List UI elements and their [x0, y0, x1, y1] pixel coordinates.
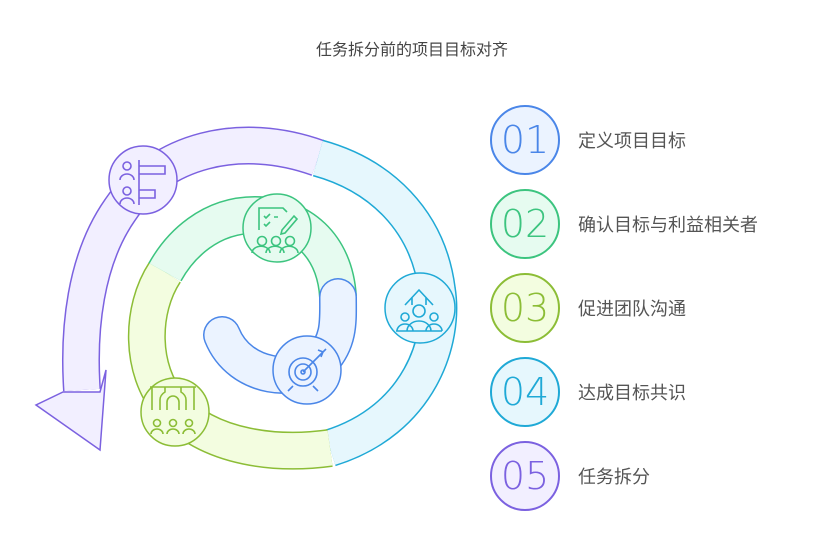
- diagram-title: 任务拆分前的项目目标对齐: [315, 42, 508, 59]
- step-item-4: 04 达成目标共识: [490, 357, 686, 427]
- step-number-badge: 04: [490, 357, 560, 427]
- step-item-2: 02 确认目标与利益相关者: [490, 189, 758, 259]
- step-label: 确认目标与利益相关者: [578, 215, 758, 235]
- step-number-badge: 03: [490, 273, 560, 343]
- team-structure-icon: [150, 386, 196, 435]
- team-checklist-icon: [251, 207, 299, 254]
- step-number-badge: 01: [490, 105, 560, 175]
- team-growth-icon: [396, 288, 443, 332]
- step-item-1: 01 定义项目目标: [490, 105, 686, 175]
- step-number-badge: 02: [490, 189, 560, 259]
- target-icon: [287, 348, 327, 392]
- task-assignment-icon: [119, 160, 166, 205]
- step-label: 促进团队沟通: [578, 299, 686, 319]
- step-label: 达成目标共识: [578, 383, 686, 403]
- step-number-badge: 05: [490, 441, 560, 511]
- arrowhead: [34, 369, 107, 452]
- step-item-5: 05 任务拆分: [490, 441, 650, 511]
- step-label: 定义项目目标: [578, 131, 686, 151]
- step-item-3: 03 促进团队沟通: [490, 273, 686, 343]
- step-label: 任务拆分: [578, 467, 650, 487]
